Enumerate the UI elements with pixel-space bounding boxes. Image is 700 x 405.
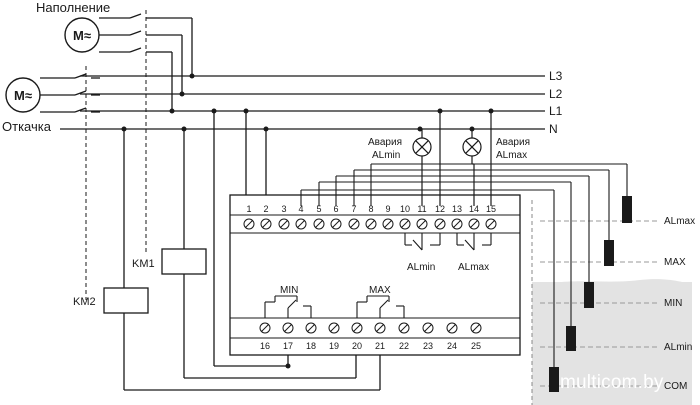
relay-inner-labels: MIN MAX ALmin ALmax [280, 262, 489, 296]
svg-text:8: 8 [368, 204, 373, 214]
svg-text:25: 25 [471, 341, 481, 351]
km1-coil [161, 248, 207, 275]
lamp-junctions [437, 108, 494, 114]
svg-text:L1: L1 [549, 104, 563, 118]
alarm-lamps [412, 111, 492, 206]
svg-text:7: 7 [351, 204, 356, 214]
svg-text:10: 10 [400, 204, 410, 214]
svg-text:16: 16 [260, 341, 270, 351]
svg-text:ALmin: ALmin [407, 262, 435, 273]
svg-text:3: 3 [281, 204, 286, 214]
tank-surface [532, 279, 692, 290]
svg-text:MIN: MIN [280, 285, 298, 296]
svg-text:23: 23 [423, 341, 433, 351]
fill-label: Наполнение [36, 0, 110, 15]
svg-text:4: 4 [298, 204, 303, 214]
drain-label: Откачка [2, 119, 52, 134]
electrodes [549, 196, 632, 392]
svg-text:1: 1 [246, 204, 251, 214]
svg-text:ALmax: ALmax [664, 216, 695, 227]
svg-text:13: 13 [452, 204, 462, 214]
svg-text:15: 15 [486, 204, 496, 214]
watermark: multicom.by [560, 372, 664, 393]
drain-motor-wiring [40, 73, 100, 113]
tank-level-labels: ALmax MAX MIN ALmin COM [664, 216, 695, 392]
svg-text:6: 6 [333, 204, 338, 214]
svg-text:COM: COM [664, 381, 687, 392]
top-terminal-screws [243, 218, 497, 230]
alarm-min-title: Авария [368, 137, 402, 148]
svg-text:18: 18 [306, 341, 316, 351]
svg-text:14: 14 [469, 204, 479, 214]
svg-text:MAX: MAX [664, 257, 686, 268]
alarm-max-title: Авария [496, 137, 530, 148]
coil-wiring [123, 111, 381, 391]
km2-label: KM2 [73, 296, 96, 308]
km1-label: KM1 [132, 258, 155, 270]
supply-lines [60, 75, 545, 130]
svg-text:9: 9 [385, 204, 390, 214]
fill-motor-label: M≈ [73, 28, 91, 43]
svg-text:ALmin: ALmin [664, 342, 692, 353]
svg-text:22: 22 [399, 341, 409, 351]
internal-contacts [264, 233, 492, 318]
svg-text:L2: L2 [549, 87, 563, 101]
svg-text:20: 20 [352, 341, 362, 351]
svg-text:17: 17 [283, 341, 293, 351]
drain-motor-label: M≈ [14, 88, 32, 103]
svg-text:19: 19 [329, 341, 339, 351]
top-terminal-numbers: 1 2 3 4 5 6 7 8 9 10 11 12 13 14 15 [246, 204, 496, 214]
svg-text:N: N [549, 122, 558, 136]
svg-text:21: 21 [375, 341, 385, 351]
svg-text:12: 12 [435, 204, 445, 214]
line-labels: L3 L2 L1 N [549, 69, 563, 136]
level-lines [540, 220, 660, 387]
svg-text:5: 5 [316, 204, 321, 214]
svg-text:ALmax: ALmax [458, 262, 489, 273]
svg-text:MIN: MIN [664, 298, 682, 309]
svg-text:24: 24 [447, 341, 457, 351]
electrode-wires [300, 163, 628, 367]
svg-text:2: 2 [263, 204, 268, 214]
alarm-max-sub: ALmax [496, 150, 527, 161]
bottom-terminal-numbers: 16 17 18 19 20 21 22 23 24 25 [260, 341, 481, 351]
km2-coil [103, 287, 149, 314]
alarm-min-sub: ALmin [372, 150, 400, 161]
bottom-terminal-screws [259, 322, 482, 334]
svg-text:L3: L3 [549, 69, 563, 83]
svg-text:MAX: MAX [369, 285, 391, 296]
fill-motor-wiring [99, 13, 193, 111]
svg-text:11: 11 [417, 204, 426, 214]
